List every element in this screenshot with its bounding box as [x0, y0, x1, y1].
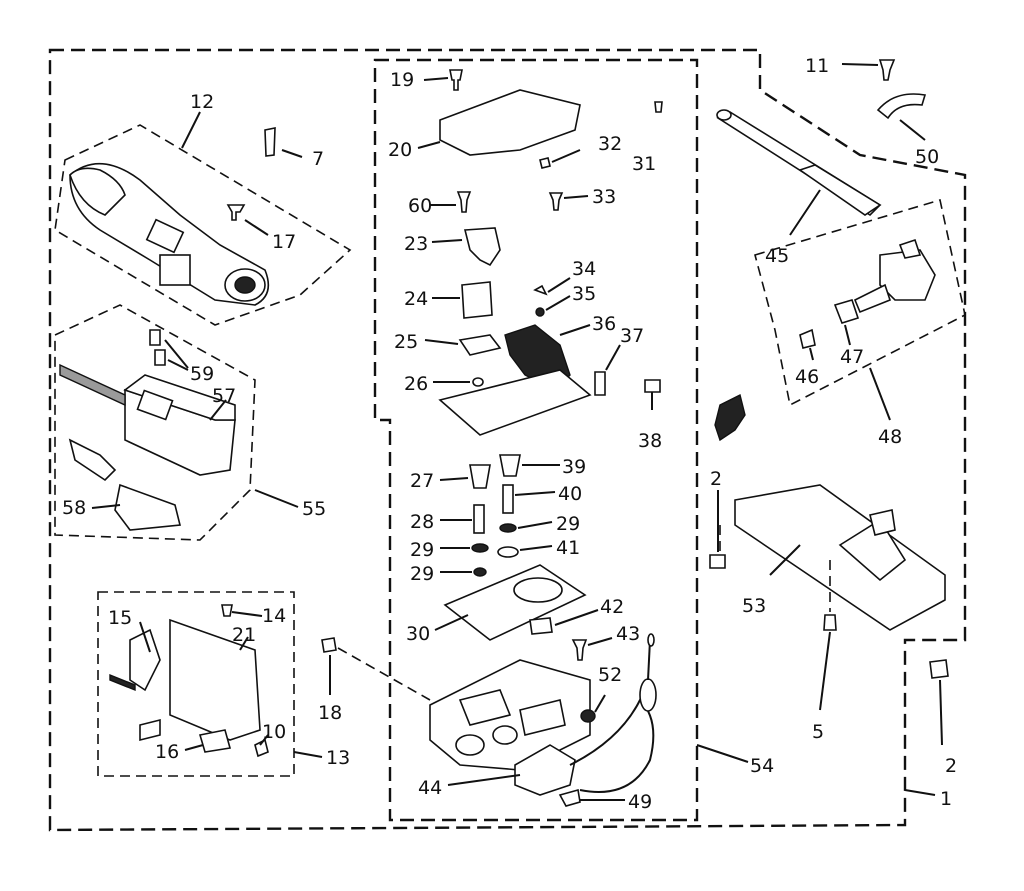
- callout-label: 7: [312, 148, 324, 170]
- callout-label: 21: [232, 624, 256, 646]
- callout-label: 43: [616, 623, 640, 645]
- callout-label: 29: [556, 513, 580, 535]
- part-46-tube: [716, 109, 882, 236]
- callout-label: 60: [408, 195, 432, 217]
- callout-label: 33: [592, 186, 616, 208]
- callout-label: 40: [558, 483, 582, 505]
- orifice-assembly-group: [754, 198, 966, 421]
- callout-label: 58: [62, 497, 86, 519]
- part-18-nut: [321, 637, 337, 653]
- outer-assembly-boundary: [48, 48, 967, 832]
- callout-label: 20: [388, 139, 412, 161]
- part-17-screw: [226, 204, 246, 221]
- callout-label: 1: [940, 788, 952, 810]
- callout-label: 53: [742, 595, 766, 617]
- part-5-screw: [823, 614, 837, 631]
- callout-label: 15: [108, 607, 132, 629]
- callout-label: 49: [628, 791, 652, 813]
- callout-label: 34: [572, 258, 596, 280]
- callout-label: 38: [638, 430, 662, 452]
- gas-valve-bracket-group: [97, 591, 295, 777]
- part-52-clip: [876, 93, 927, 120]
- callout-label: 41: [556, 537, 580, 559]
- callout-label: 55: [302, 498, 326, 520]
- part-11-screw: [878, 59, 896, 81]
- burner-assembly-group: [54, 124, 352, 326]
- callout-label: 18: [318, 702, 342, 724]
- callout-label: 12: [190, 91, 214, 113]
- callout-label: 57: [212, 385, 236, 407]
- callout-label: 39: [562, 456, 586, 478]
- callout-label: 5: [812, 721, 824, 743]
- callout-label: 26: [404, 373, 428, 395]
- callout-label: 50: [915, 146, 939, 168]
- callout-label: 48: [878, 426, 902, 448]
- callout-label: 27: [410, 470, 434, 492]
- callout-label: 46: [795, 366, 819, 388]
- callout-label: 54: [750, 755, 774, 777]
- igniter-assembly-group: [54, 304, 256, 541]
- callout-label: 47: [840, 346, 864, 368]
- callout-label: 13: [326, 747, 350, 769]
- valve-assembly-boundary: [373, 58, 699, 822]
- callout-label: 32: [598, 133, 622, 155]
- callout-label: 23: [404, 233, 428, 255]
- callout-label: 2: [710, 468, 722, 490]
- callout-labels: 1 2 2 5 7 10 11 12 13 14 15 16 17 18 19 …: [62, 55, 957, 813]
- callout-label: 16: [155, 741, 179, 763]
- callout-label: 28: [410, 511, 434, 533]
- loose-part-fragment: [714, 393, 746, 442]
- part-54-bracket: [734, 484, 946, 631]
- callout-label: 35: [572, 283, 596, 305]
- callout-label: 24: [404, 288, 428, 310]
- callout-label: 42: [600, 596, 624, 618]
- callout-label: 14: [262, 605, 286, 627]
- callout-label: 37: [620, 325, 644, 347]
- callout-label: 2: [945, 755, 957, 777]
- callout-label: 10: [262, 721, 286, 743]
- callout-label: 17: [272, 231, 296, 253]
- part-2-screw-lower: [929, 659, 949, 679]
- callout-label: 45: [765, 245, 789, 267]
- callout-label: 44: [418, 777, 442, 799]
- callout-label: 19: [390, 69, 414, 91]
- callout-label: 31: [632, 153, 656, 175]
- part-7-bracket: [264, 127, 276, 157]
- valve-stack-parts: [417, 69, 663, 807]
- callout-label: 36: [592, 313, 616, 335]
- callout-label: 29: [410, 563, 434, 585]
- callout-label: 25: [394, 331, 418, 353]
- callout-label: 52: [598, 664, 622, 686]
- callout-label: 59: [190, 363, 214, 385]
- callout-label: 29: [410, 539, 434, 561]
- callout-label: 11: [805, 55, 829, 77]
- part-2-screw-upper: [709, 554, 726, 569]
- callout-label: 30: [406, 623, 430, 645]
